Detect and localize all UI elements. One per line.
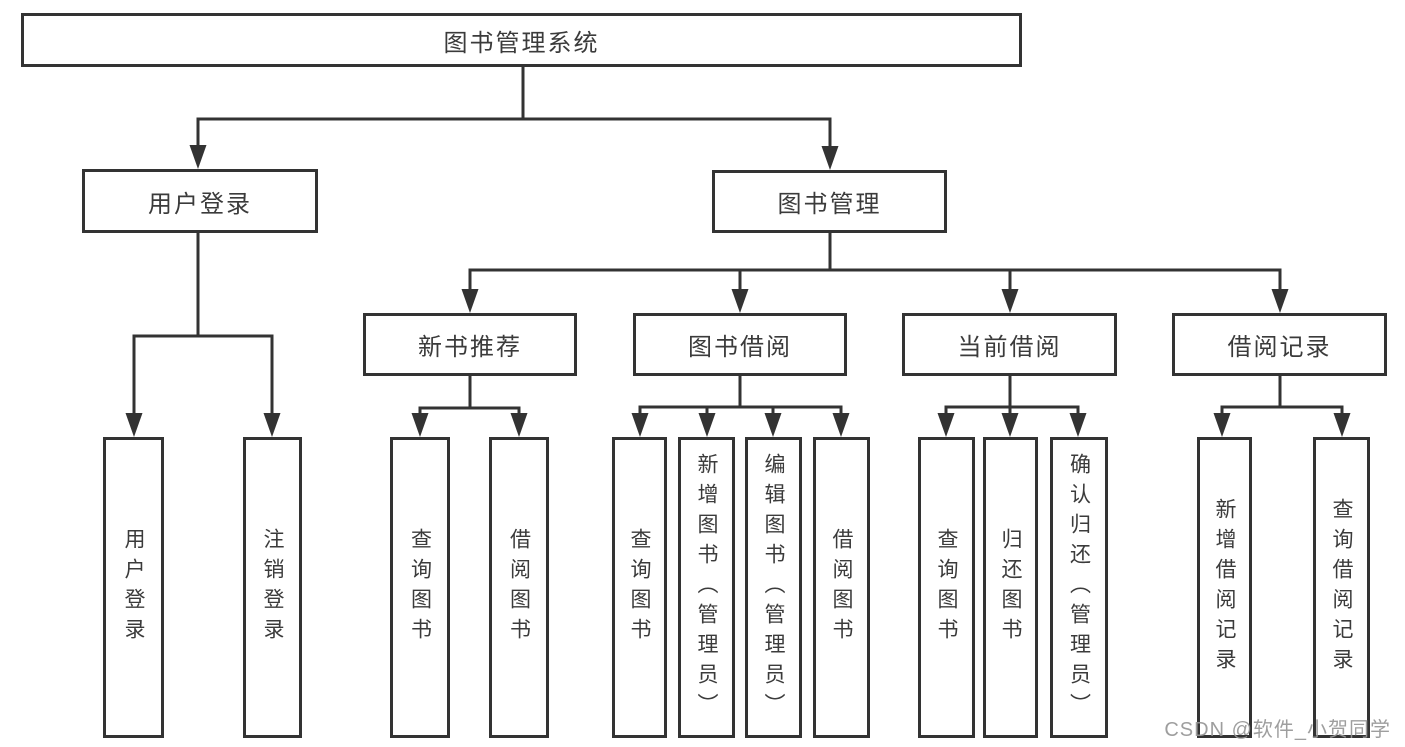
arrow-down-icon (821, 146, 839, 170)
node-label: 借阅记录 (1227, 334, 1332, 361)
connector-current-borrow-children (937, 376, 1087, 437)
leaf-add-borrow-record: 新增借阅记录 (1197, 437, 1252, 738)
leaf-query-books: 查询图书 (612, 437, 667, 738)
leaf-query-books-recommend: 查询图书 (390, 437, 450, 738)
connector-book-management-children (461, 233, 1289, 313)
csdn-watermark: CSDN @软件_小贺同学 (1164, 719, 1391, 741)
node-label: 查询图书 (628, 527, 651, 648)
connector-root-to-level2 (189, 67, 839, 170)
arrow-down-icon (461, 289, 479, 313)
leaf-query-books-current: 查询图书 (918, 437, 975, 738)
leaf-confirm-return-admin: 确认归还（管理员） (1050, 437, 1108, 738)
arrow-down-icon (1069, 413, 1087, 437)
leaf-logout: 注销登录 (243, 437, 302, 738)
arrow-down-icon (411, 413, 429, 437)
node-label: 查询借阅记录 (1330, 497, 1353, 678)
leaf-borrow-books: 借阅图书 (813, 437, 870, 738)
node-label: 确认归还（管理员） (1067, 452, 1091, 723)
arrow-down-icon (631, 413, 649, 437)
leaf-return-books: 归还图书 (983, 437, 1038, 738)
arrow-down-icon (125, 413, 143, 437)
leaf-edit-books-admin: 编辑图书（管理员） (745, 437, 802, 738)
arrow-down-icon (937, 413, 955, 437)
node-label: 归还图书 (999, 527, 1022, 648)
node-label: 注销登录 (261, 527, 284, 648)
node-book-management: 图书管理 (712, 170, 947, 233)
arrow-down-icon (189, 145, 207, 169)
leaf-query-borrow-record: 查询借阅记录 (1313, 437, 1370, 738)
node-label: 图书管理系统 (443, 29, 600, 57)
node-label: 查询图书 (935, 527, 958, 648)
node-label: 查询图书 (408, 527, 432, 648)
node-label: 新书推荐 (418, 334, 522, 361)
node-new-book-recommend: 新书推荐 (363, 313, 577, 376)
arrow-down-icon (832, 413, 850, 437)
connector-new-book-children (411, 376, 528, 437)
node-label: 用户登录 (122, 527, 145, 648)
arrow-down-icon (263, 413, 281, 437)
node-current-borrow: 当前借阅 (902, 313, 1117, 376)
arrow-down-icon (1213, 413, 1231, 437)
node-label: 图书借阅 (688, 334, 792, 361)
node-borrow-records: 借阅记录 (1172, 313, 1387, 376)
connector-user-login-children (125, 233, 281, 437)
node-label: 新增图书（管理员） (695, 452, 718, 723)
leaf-user-login: 用户登录 (103, 437, 164, 738)
node-label: 图书管理 (777, 191, 882, 218)
node-label: 用户登录 (148, 190, 252, 218)
node-label: 借阅图书 (507, 527, 531, 648)
node-library-management-system: 图书管理系统 (21, 13, 1022, 67)
arrow-down-icon (731, 289, 749, 313)
arrow-down-icon (764, 413, 782, 437)
arrow-down-icon (1271, 289, 1289, 313)
leaf-add-books-admin: 新增图书（管理员） (678, 437, 735, 738)
node-label: 编辑图书（管理员） (762, 452, 785, 723)
connector-borrow-records-children (1213, 376, 1351, 437)
arrow-down-icon (1001, 289, 1019, 313)
node-label: 新增借阅记录 (1213, 497, 1236, 678)
node-book-borrow: 图书借阅 (633, 313, 847, 376)
node-label: 借阅图书 (830, 527, 853, 648)
node-user-login: 用户登录 (82, 169, 318, 233)
arrow-down-icon (1001, 413, 1019, 437)
node-label: 当前借阅 (957, 334, 1062, 361)
arrow-down-icon (698, 413, 716, 437)
leaf-borrow-books-recommend: 借阅图书 (489, 437, 549, 738)
connector-book-borrow-children (631, 376, 850, 437)
arrow-down-icon (510, 413, 528, 437)
arrow-down-icon (1333, 413, 1351, 437)
